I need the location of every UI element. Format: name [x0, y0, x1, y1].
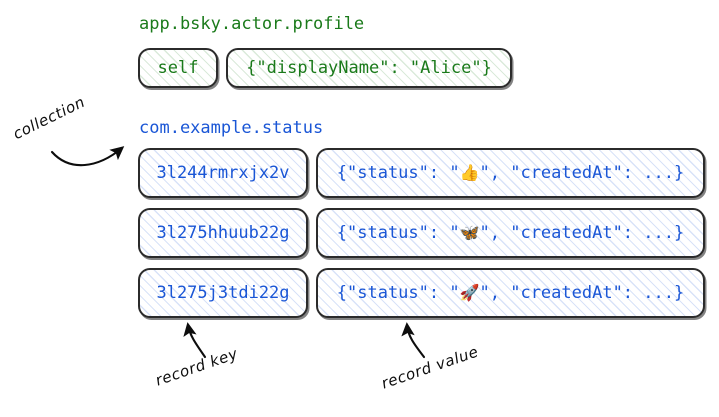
- status-emoji-rocket-icon: 🚀: [459, 282, 480, 302]
- collection-arrow: [50, 146, 125, 167]
- record-key-box[interactable]: 3l275j3tdi22g: [138, 268, 308, 318]
- record-key-text: self: [157, 57, 199, 78]
- status-emoji-butterfly-icon: 🦋: [459, 222, 480, 242]
- record-key-arrow: [183, 322, 207, 359]
- record-key-text: 3l275hhuub22g: [156, 222, 290, 243]
- record-value-prefix: {"status": ": [336, 282, 460, 303]
- collection-label-profile: app.bsky.actor.profile: [139, 14, 365, 34]
- annotation-record-value: record value: [379, 342, 481, 393]
- record-value-prefix: {"status": ": [336, 162, 460, 183]
- record-value-text: {"status": "👍", "createdAt": ...}: [336, 162, 685, 183]
- record-key-text: 3l244rmrxjx2v: [156, 162, 290, 183]
- record-value-text: {"displayName": "Alice"}: [246, 57, 492, 78]
- record-value-arrow: [401, 322, 426, 359]
- record-value-box[interactable]: {"status": "🚀", "createdAt": ...}: [316, 268, 705, 318]
- annotation-record-key: record key: [153, 344, 241, 390]
- record-value-box[interactable]: {"status": "👍", "createdAt": ...}: [316, 148, 705, 198]
- record-key-text: 3l275j3tdi22g: [156, 282, 290, 303]
- annotation-collection: collection: [10, 92, 89, 144]
- record-value-box[interactable]: {"displayName": "Alice"}: [226, 48, 512, 88]
- record-value-suffix: ", "createdAt": ...}: [479, 282, 685, 303]
- record-key-box[interactable]: self: [138, 48, 218, 88]
- record-value-suffix: ", "createdAt": ...}: [479, 162, 685, 183]
- record-value-text: {"status": "🦋", "createdAt": ...}: [336, 222, 685, 243]
- record-key-box[interactable]: 3l244rmrxjx2v: [138, 148, 308, 198]
- status-emoji-thumbs-up-icon: 👍: [459, 162, 480, 182]
- record-value-suffix: ", "createdAt": ...}: [479, 222, 685, 243]
- record-value-box[interactable]: {"status": "🦋", "createdAt": ...}: [316, 208, 705, 258]
- collection-label-status: com.example.status: [139, 118, 324, 138]
- record-value-prefix: {"status": ": [336, 222, 460, 243]
- record-value-text: {"status": "🚀", "createdAt": ...}: [336, 282, 685, 303]
- record-key-box[interactable]: 3l275hhuub22g: [138, 208, 308, 258]
